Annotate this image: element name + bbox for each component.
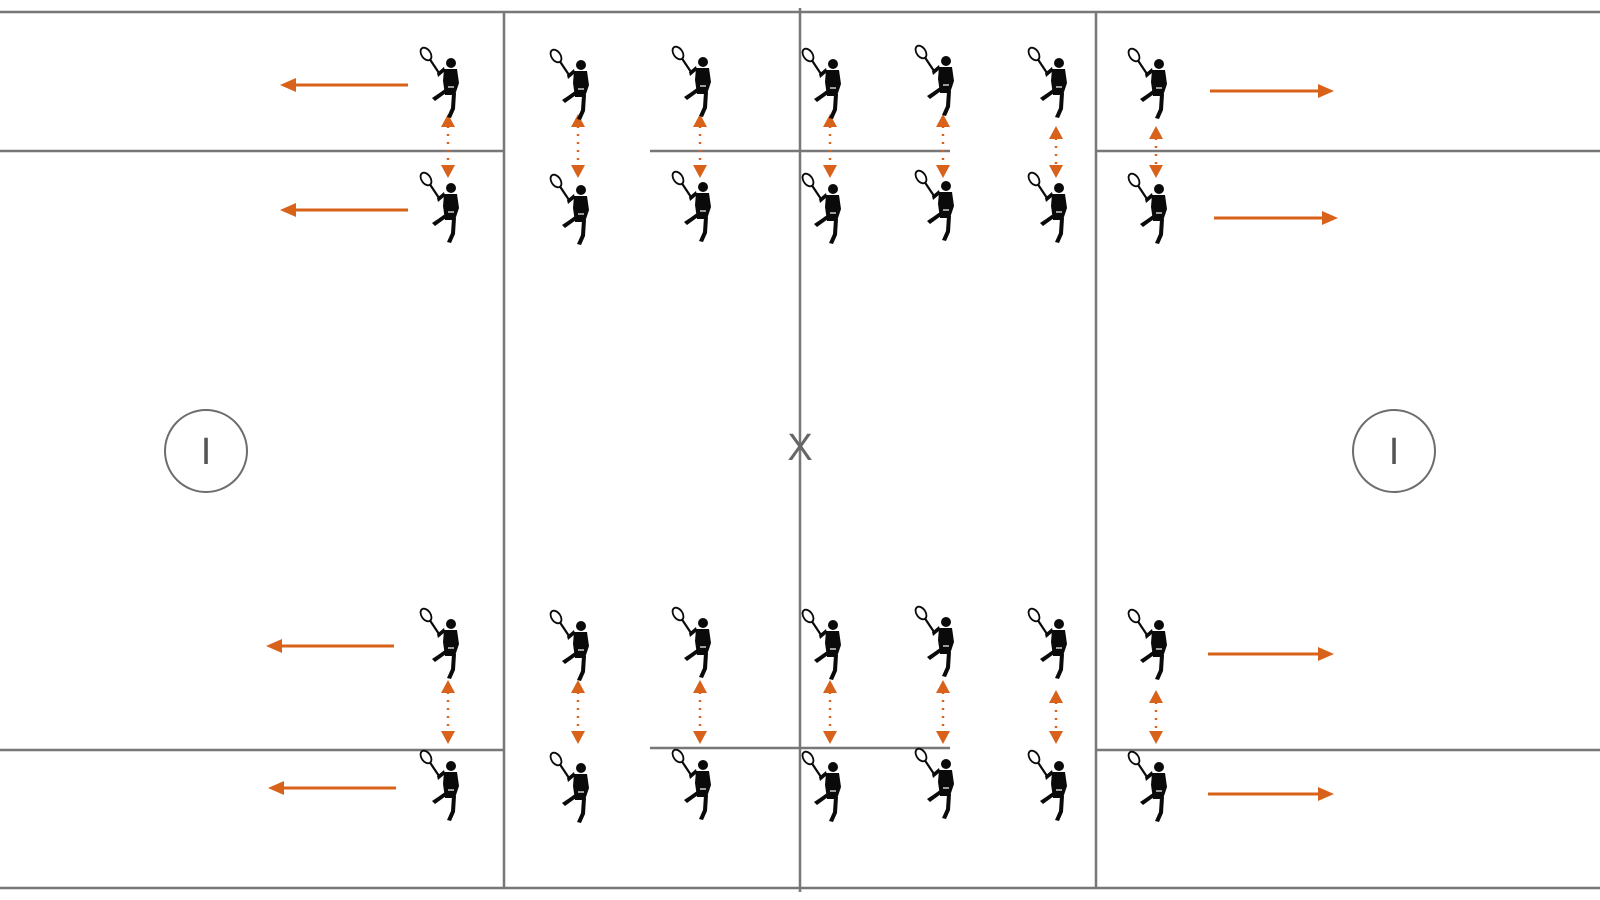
- arrow-group: [266, 78, 1338, 801]
- lacrosse-player-icon: [912, 745, 956, 821]
- lacrosse-player-icon: [912, 167, 956, 243]
- top-partner-link-2: [571, 114, 585, 178]
- left-crease-label: I: [201, 431, 212, 473]
- bottom-partner-link-6-head-down: [1049, 731, 1063, 744]
- lacrosse-player-icon: [669, 746, 713, 822]
- lacrosse-player-icon: [799, 606, 843, 682]
- bottom-partner-link-3: [693, 680, 707, 744]
- lacrosse-player-icon: [417, 747, 461, 823]
- top-partner-link-5-head-down: [936, 165, 950, 178]
- top-partner-link-5: [936, 114, 950, 178]
- partner-link-group: [441, 114, 1163, 744]
- bottom-partner-link-1: [441, 680, 455, 744]
- lacrosse-player-icon: [912, 42, 956, 118]
- lacrosse-player-icon: [547, 607, 591, 683]
- arrow-left-bottom-1-head: [266, 639, 282, 653]
- lacrosse-player-icon: [912, 603, 956, 679]
- arrow-right-top-2-head: [1322, 211, 1338, 225]
- top-partner-link-4: [823, 114, 837, 178]
- lacrosse-player-icon: [1025, 169, 1069, 245]
- bottom-partner-link-7: [1149, 690, 1163, 744]
- top-partner-link-6-head-up: [1049, 126, 1063, 139]
- bottom-partner-link-4: [823, 680, 837, 744]
- top-partner-link-4-head-down: [823, 165, 837, 178]
- lacrosse-player-icon: [1125, 606, 1169, 682]
- arrow-right-bottom-1-head: [1318, 647, 1334, 661]
- arrow-right-top-1: [1210, 84, 1334, 98]
- top-partner-link-3-head-up: [693, 114, 707, 127]
- lacrosse-player-icon: [799, 45, 843, 121]
- arrow-left-bottom-1: [266, 639, 394, 653]
- lacrosse-player-icon: [1125, 45, 1169, 121]
- lacrosse-player-icon: [547, 171, 591, 247]
- arrow-right-top-1-head: [1318, 84, 1334, 98]
- top-partner-link-1: [441, 114, 455, 178]
- arrow-left-top-1-head: [280, 78, 296, 92]
- right-crease-label: I: [1389, 431, 1400, 473]
- lacrosse-player-icon: [669, 168, 713, 244]
- arrow-right-bottom-2: [1208, 787, 1334, 801]
- arrow-left-top-2: [280, 203, 408, 217]
- top-partner-link-6-head-down: [1049, 165, 1063, 178]
- lacrosse-player-icon: [1025, 44, 1069, 120]
- lacrosse-player-icon: [547, 749, 591, 825]
- bottom-partner-link-4-head-down: [823, 731, 837, 744]
- top-partner-link-1-head-up: [441, 114, 455, 127]
- top-partner-link-2-head-up: [571, 114, 585, 127]
- bottom-partner-link-5-head-down: [936, 731, 950, 744]
- bottom-partner-link-6-head-up: [1049, 690, 1063, 703]
- top-partner-link-3-head-down: [693, 165, 707, 178]
- bottom-partner-link-4-head-up: [823, 680, 837, 693]
- field-lines: [0, 8, 1600, 892]
- lacrosse-player-icon: [1025, 605, 1069, 681]
- bottom-partner-link-3-head-up: [693, 680, 707, 693]
- bottom-partner-link-6: [1049, 690, 1063, 744]
- lacrosse-player-icon: [417, 169, 461, 245]
- lacrosse-player-icon: [799, 170, 843, 246]
- arrow-left-top-1: [280, 78, 408, 92]
- top-partner-link-1-head-down: [441, 165, 455, 178]
- arrow-right-top-2: [1214, 211, 1338, 225]
- lacrosse-player-icon: [669, 43, 713, 119]
- lacrosse-player-icon: [1125, 170, 1169, 246]
- arrow-left-bottom-2: [268, 781, 396, 795]
- top-partner-link-7-head-down: [1149, 165, 1163, 178]
- top-partner-link-7: [1149, 126, 1163, 178]
- lacrosse-player-icon: [669, 604, 713, 680]
- right-crease-circle: [1352, 409, 1436, 493]
- lacrosse-player-icon: [417, 44, 461, 120]
- arrow-right-bottom-1: [1208, 647, 1334, 661]
- top-partner-link-2-head-down: [571, 165, 585, 178]
- center-x-mark: X: [787, 427, 812, 469]
- arrow-right-bottom-2-head: [1318, 787, 1334, 801]
- lacrosse-player-icon: [799, 748, 843, 824]
- lacrosse-player-icon: [1025, 747, 1069, 823]
- bottom-partner-link-1-head-down: [441, 731, 455, 744]
- lacrosse-player-icon: [547, 46, 591, 122]
- top-partner-link-5-head-up: [936, 114, 950, 127]
- top-partner-link-6: [1049, 126, 1063, 178]
- bottom-partner-link-7-head-down: [1149, 731, 1163, 744]
- bottom-partner-link-5-head-up: [936, 680, 950, 693]
- bottom-partner-link-5: [936, 680, 950, 744]
- bottom-partner-link-2-head-up: [571, 680, 585, 693]
- bottom-partner-link-2: [571, 680, 585, 744]
- left-crease-circle: [164, 409, 248, 493]
- bottom-partner-link-7-head-up: [1149, 690, 1163, 703]
- top-partner-link-7-head-up: [1149, 126, 1163, 139]
- bottom-partner-link-1-head-up: [441, 680, 455, 693]
- bottom-partner-link-2-head-down: [571, 731, 585, 744]
- bottom-partner-link-3-head-down: [693, 731, 707, 744]
- lacrosse-player-icon: [417, 605, 461, 681]
- top-partner-link-3: [693, 114, 707, 178]
- lacrosse-player-icon: [1125, 748, 1169, 824]
- arrow-left-bottom-2-head: [268, 781, 284, 795]
- top-partner-link-4-head-up: [823, 114, 837, 127]
- arrow-left-top-2-head: [280, 203, 296, 217]
